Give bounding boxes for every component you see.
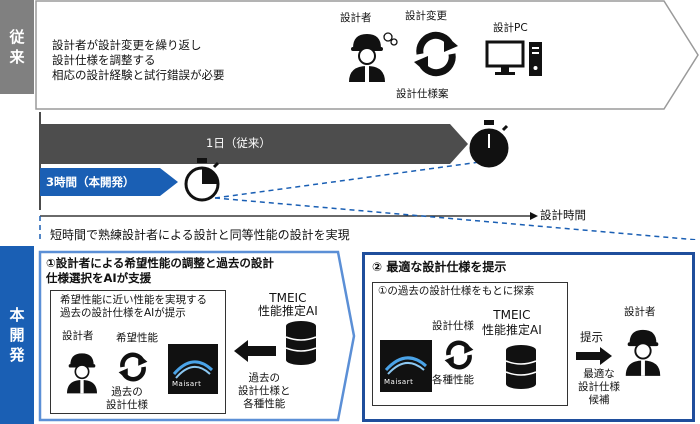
- new-dev-tab-char-1: 本: [9, 306, 25, 324]
- tmeic2-line-1: TMEIC: [493, 308, 531, 322]
- conventional-tab-char-1: 従: [9, 28, 25, 46]
- present-label: 提示: [580, 330, 603, 344]
- computer-icon: [485, 40, 542, 76]
- step1-box-line-1: 希望性能に近い性能を実現する: [60, 294, 207, 306]
- step1-designer-label: 設計者: [62, 330, 94, 342]
- new-dev-tab: 本 開 発: [0, 246, 34, 424]
- optimal-label: 最適な 設計仕様 候補: [578, 368, 620, 407]
- past-pairs-line-2: 設計仕様と: [238, 385, 291, 397]
- conventional-tab-char-2: 来: [9, 48, 25, 66]
- new-time-label: 3時間（本開発）: [46, 175, 135, 189]
- step2-title: ② 最適な設計仕様を提示: [372, 260, 507, 274]
- step1-box-line-2: 過去の設計仕様をAIが提示: [60, 307, 186, 319]
- step2-box-title: ①の過去の設計仕様をもとに探索: [378, 285, 535, 297]
- summary-text: 短時間で熟練設計者による設計と同等性能の設計を実現: [50, 228, 350, 242]
- new-dev-tab-char-3: 発: [9, 346, 25, 364]
- refresh-cycle-icon-step2: [444, 340, 474, 370]
- tmeic2-line-2: 性能推定AI: [482, 323, 542, 337]
- maisart-swirl-icon: [172, 360, 214, 379]
- step2-spec-label: 設計仕様: [432, 320, 474, 332]
- optimal-line-2: 設計仕様: [578, 381, 620, 393]
- tmeic-ai-label-2: TMEIC 性能推定AI: [482, 308, 542, 338]
- past-pairs-line-1: 過去の: [248, 372, 281, 384]
- timeline-graphic: [39, 112, 699, 240]
- design-time-axis-label: 設計時間: [540, 208, 586, 222]
- tmeic-ai-label-1: TMEIC 性能推定AI: [258, 292, 318, 318]
- optimal-line-3: 候補: [588, 394, 610, 406]
- dashed-line-top: [214, 161, 481, 199]
- step1-title-line-1: ①設計者による希望性能の調整と過去の設計: [46, 256, 274, 270]
- conventional-time-arrow: [40, 124, 468, 164]
- conventional-description: 設計者が設計変更を繰り返し 設計仕様を調整する 相応の設計経験と試行錯誤が必要: [52, 38, 225, 83]
- stopwatch-full-icon: [469, 120, 509, 168]
- conventional-time-label: 1日（従来）: [206, 136, 271, 150]
- step2-perf-label: 各種性能: [432, 374, 474, 386]
- conventional-designer-label: 設計者: [340, 12, 372, 24]
- designer-worker-icon: [349, 34, 385, 82]
- new-time-arrow: [40, 168, 178, 196]
- step2-designer-label: 設計者: [624, 306, 656, 318]
- maisart-logo-1: Maisart: [168, 344, 218, 394]
- right-arrow-icon: [576, 347, 612, 365]
- database-icon-2: [505, 345, 537, 389]
- conventional-tab: 従 来: [0, 0, 34, 94]
- optimal-line-1: 最適な: [583, 368, 615, 380]
- designer-worker-icon-step2: [625, 329, 661, 376]
- designer-worker-icon-step1: [67, 353, 97, 394]
- conventional-pc-label: 設計PC: [493, 22, 528, 34]
- past-spec-line-1: 過去の: [111, 386, 143, 398]
- database-icon-1: [285, 321, 317, 365]
- past-pairs-label: 過去の 設計仕様と 各種性能: [238, 372, 291, 411]
- maisart-swirl-icon-2: [384, 356, 428, 375]
- maisart-text-1: Maisart: [172, 380, 202, 388]
- new-dev-tab-char-2: 開: [9, 326, 25, 344]
- step1-box-text: 希望性能に近い性能を実現する 過去の設計仕様をAIが提示: [60, 294, 207, 320]
- conventional-line-1: 設計者が設計変更を繰り返し: [52, 38, 202, 52]
- thought-bubble-icon: [383, 32, 398, 46]
- maisart-logo-2: Maisart: [380, 340, 432, 392]
- conventional-spec-label: 設計仕様案: [396, 88, 449, 100]
- conventional-line-3: 相応の設計経験と試行錯誤が必要: [52, 68, 225, 82]
- tmeic-line-1: TMEIC: [269, 291, 307, 305]
- tmeic-line-2: 性能推定AI: [258, 304, 318, 318]
- stopwatch-short-icon: [184, 158, 220, 202]
- desired-performance-label: 希望性能: [116, 332, 158, 344]
- refresh-cycle-icon: [414, 31, 458, 77]
- step1-title: ①設計者による希望性能の調整と過去の設計 仕様選択をAIが支援: [46, 256, 274, 286]
- left-arrow-icon: [234, 340, 276, 362]
- past-pairs-line-3: 各種性能: [243, 398, 286, 410]
- step1-title-line-2: 仕様選択をAIが支援: [46, 271, 152, 285]
- maisart-text-2: Maisart: [384, 378, 414, 386]
- past-spec-label: 過去の 設計仕様: [106, 386, 148, 412]
- conventional-line-2: 設計仕様を調整する: [52, 53, 156, 67]
- conventional-change-label: 設計変更: [405, 10, 447, 22]
- past-spec-line-2: 設計仕様: [106, 399, 148, 411]
- refresh-cycle-icon-step1: [118, 352, 148, 382]
